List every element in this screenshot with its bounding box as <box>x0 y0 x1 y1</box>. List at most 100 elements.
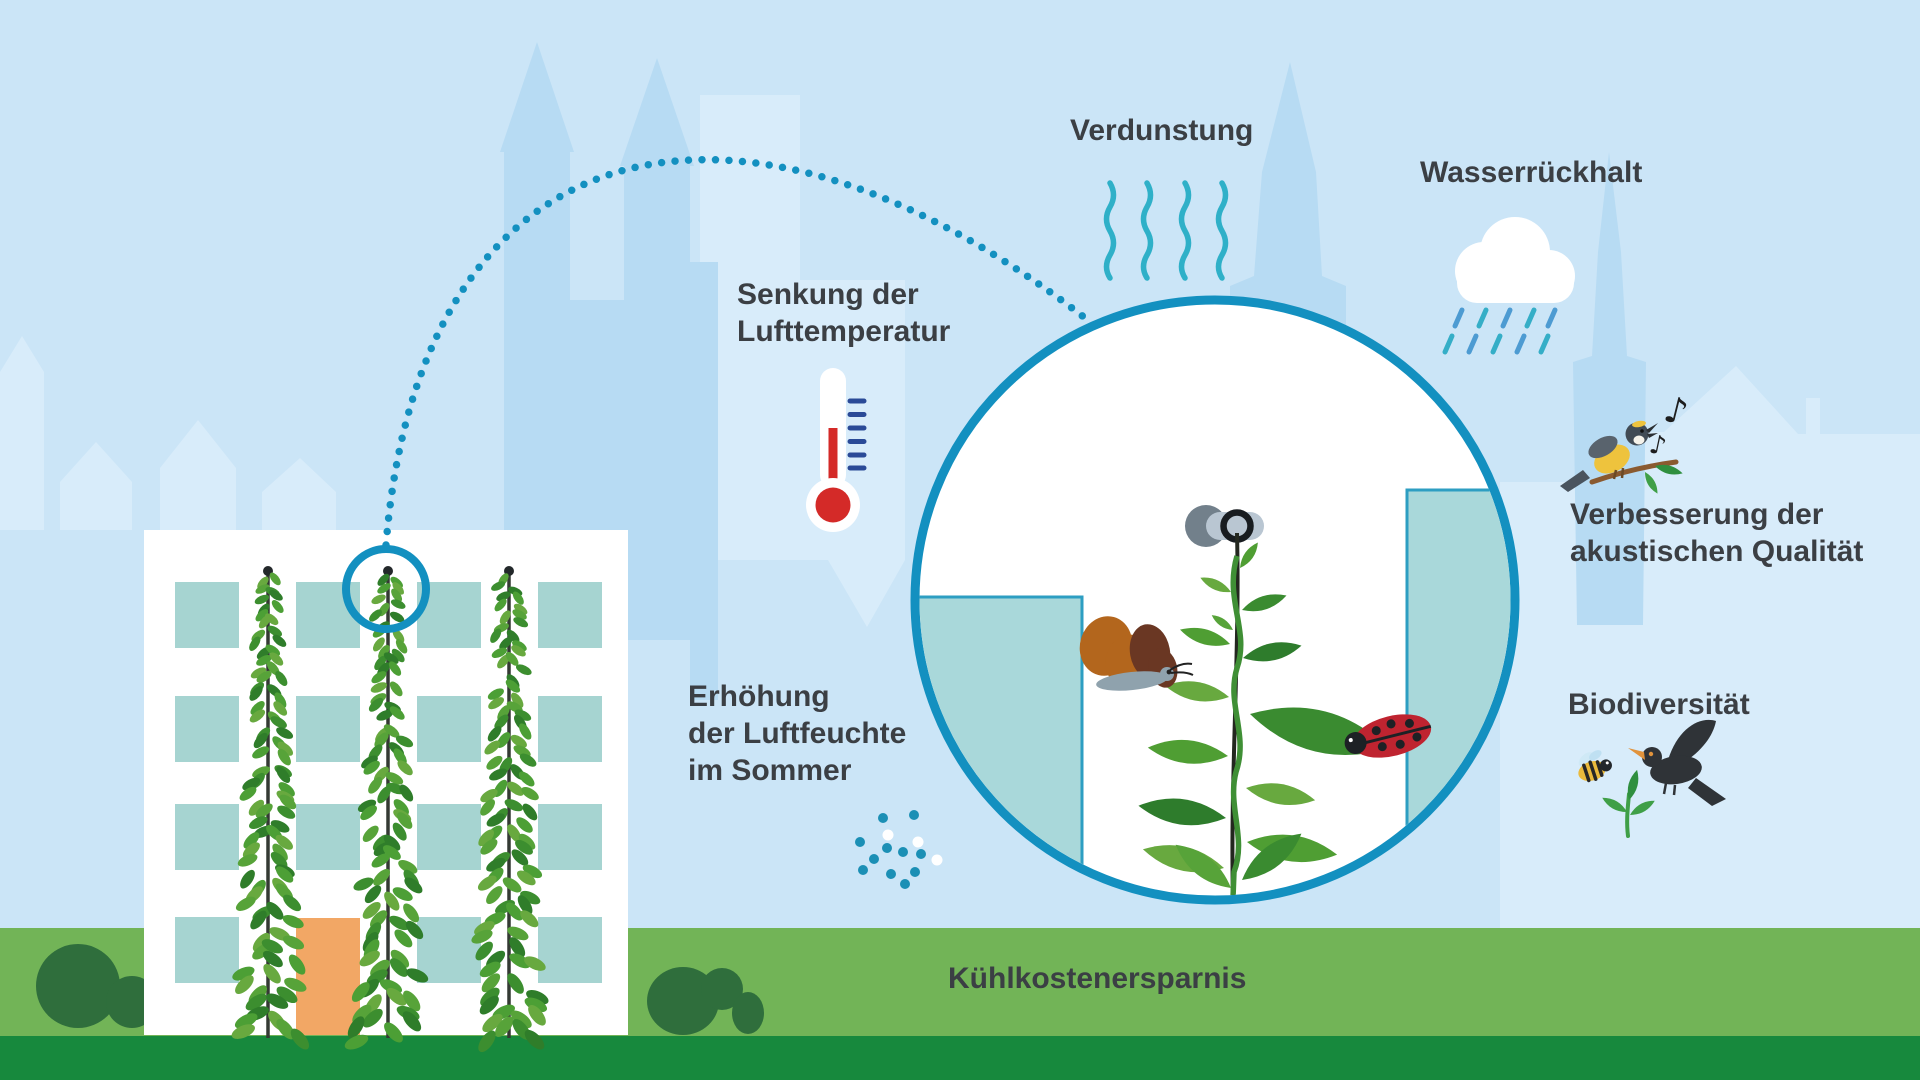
vine-leaf <box>516 817 533 833</box>
vine-leaf <box>406 968 429 983</box>
vine-leaf <box>394 929 413 948</box>
window <box>175 804 239 870</box>
window <box>417 804 481 870</box>
vine-leaf <box>507 781 524 796</box>
blackbird-eye <box>1648 751 1654 757</box>
vine-leaf <box>248 799 265 816</box>
vine-leaf <box>511 849 529 866</box>
vine-leaf <box>272 843 288 861</box>
vine-leaf <box>399 784 414 802</box>
window <box>417 696 481 762</box>
vine-leaf <box>402 1011 422 1032</box>
label-text: akustischen Qualität <box>1570 535 1864 568</box>
vine-leaf <box>397 812 413 829</box>
vine-leaf <box>235 975 254 995</box>
vine-leaf <box>392 822 407 841</box>
vine-leaf <box>250 910 267 930</box>
vine-leaf <box>405 920 424 940</box>
vine-leaf <box>277 741 294 756</box>
vine-leaf <box>374 655 387 671</box>
vine-leaf <box>363 760 380 775</box>
vine-leaf <box>272 634 287 647</box>
ladybug-eye <box>1348 738 1353 743</box>
blackbird-beak <box>1628 748 1645 760</box>
blackbird-upper-wing <box>1668 719 1716 765</box>
vine-leaf <box>509 953 531 969</box>
vine-leaf <box>390 599 406 609</box>
plant-stem <box>1230 555 1244 896</box>
vine-leaf <box>283 894 302 912</box>
vine-leaf <box>370 682 388 693</box>
vine <box>471 566 549 1053</box>
butterfly-body <box>1096 671 1168 691</box>
vine-leaf <box>255 584 270 594</box>
thermometer-ticks <box>847 398 867 471</box>
vine-leaf <box>513 617 529 628</box>
vine-leaf <box>368 776 383 794</box>
vine <box>344 566 429 1050</box>
label-text: Biodiversität <box>1568 688 1750 721</box>
vine-leaf <box>270 716 287 729</box>
wave-line <box>1215 180 1229 281</box>
label-text: Kühlkostenersparnis <box>948 962 1247 995</box>
cathedral-tower <box>624 164 690 640</box>
vine-leaf <box>518 833 536 850</box>
vine-leaf <box>474 921 495 936</box>
vine-leaf <box>277 805 296 819</box>
vine-leaf <box>518 771 535 787</box>
vine-leaf <box>397 760 413 776</box>
vine-leaf <box>378 644 390 660</box>
label-acoustics: Verbesserung der akustischen Qualität <box>1570 496 1863 570</box>
bee-eye <box>1605 761 1609 765</box>
vine-leaf <box>242 842 260 859</box>
vine-leaf <box>383 724 400 738</box>
music-notes-icon: ♪ <box>1647 430 1669 463</box>
vine-leaf <box>512 591 524 605</box>
rain-cloud-icon <box>1442 217 1575 355</box>
vine-leaf <box>252 746 270 759</box>
vine-leaf <box>277 748 291 766</box>
vine-leaf <box>489 768 508 781</box>
vine-leaf <box>270 820 290 833</box>
vine-leaf <box>515 664 532 676</box>
blackbird-tail <box>1688 778 1726 806</box>
vine-leaf <box>362 825 379 842</box>
vine-leaf <box>253 732 268 749</box>
vine-leaf <box>362 1008 383 1028</box>
vine-leaf <box>479 961 501 978</box>
vine-leaf <box>362 901 381 919</box>
vine-leaf <box>261 939 284 954</box>
vine-leaf <box>497 654 510 669</box>
vine-leaf <box>276 986 298 1004</box>
vine-leaf <box>270 851 288 869</box>
vine-leaf <box>522 864 543 879</box>
vine-leaf <box>524 956 546 971</box>
vine-leaf <box>351 982 370 1002</box>
bird-tail <box>1560 470 1590 492</box>
vine-leaf <box>480 799 495 816</box>
vine-leaf <box>384 1022 403 1043</box>
vine-leaf <box>391 648 405 663</box>
vine-leaf <box>383 652 399 665</box>
singing-bird-icon: ♪ ♪ <box>1560 389 1692 496</box>
vine-leaf <box>377 786 391 804</box>
bee-head <box>1599 759 1612 772</box>
vine-leaf <box>480 789 498 803</box>
vine-leaf <box>494 714 509 730</box>
vine-leaf <box>377 583 391 594</box>
vine-leaf <box>242 777 261 791</box>
vine-leaf <box>344 1034 369 1050</box>
vine-leaf <box>263 963 281 984</box>
vine-leaf <box>496 732 511 749</box>
thermometer-mercury <box>828 428 838 508</box>
vine-leaf <box>482 1013 503 1033</box>
vine-leaf <box>494 1016 514 1037</box>
vine-leaf <box>269 589 283 601</box>
vine-leaf <box>496 591 511 602</box>
sprout-stem <box>1625 792 1631 838</box>
vine-leaf <box>371 853 391 868</box>
facade-vines <box>231 566 549 1053</box>
vine-leaf <box>403 903 420 923</box>
vine-leaf <box>393 748 407 765</box>
